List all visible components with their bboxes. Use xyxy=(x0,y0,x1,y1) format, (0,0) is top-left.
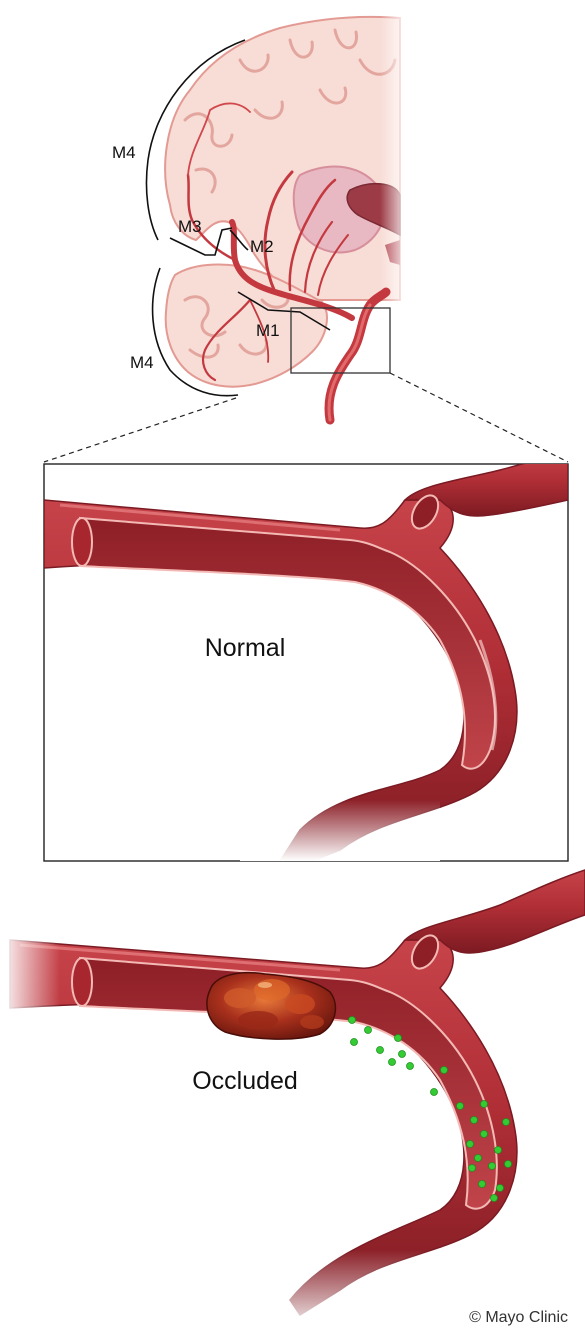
normal-label: Normal xyxy=(205,634,286,662)
brain-section xyxy=(165,10,410,420)
label-m2: M2 xyxy=(250,237,274,256)
label-m3: M3 xyxy=(178,217,202,236)
brain-upper-lobe xyxy=(165,17,400,300)
label-m4-upper: M4 xyxy=(112,143,136,162)
label-m1: M1 xyxy=(256,321,280,340)
label-m4-lower: M4 xyxy=(130,353,154,372)
normal-panel: Normal xyxy=(44,452,568,870)
zoom-line-left xyxy=(44,398,236,462)
zoom-line-right xyxy=(390,373,568,462)
occluded-label: Occluded xyxy=(192,1067,298,1095)
occluded-panel: Occluded xyxy=(0,870,585,1334)
copyright-credit: © Mayo Clinic xyxy=(469,1309,568,1326)
